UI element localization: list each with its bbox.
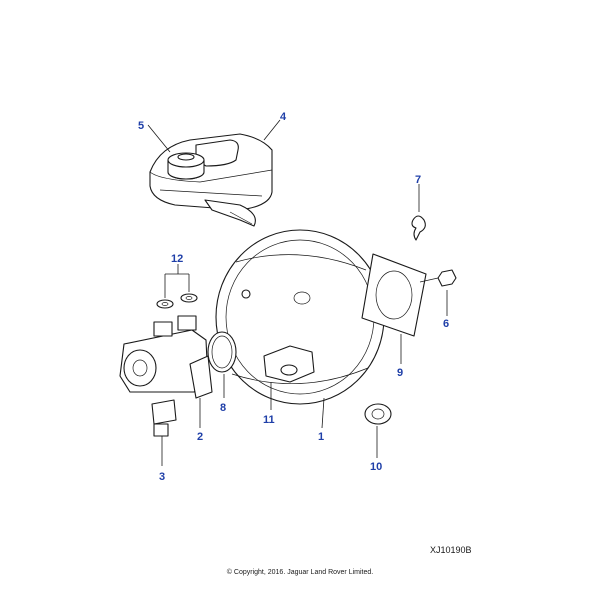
callout-labels: 1 2 3 4 5 6 7 8 9 10 11 12 — [138, 111, 449, 483]
leader-lines — [147, 119, 448, 466]
diagram-reference-code: XJ10190B — [430, 545, 472, 555]
mounting-nut — [419, 269, 457, 287]
retaining-clip — [411, 215, 426, 241]
callout-6: 6 — [443, 318, 449, 330]
reservoir-grommets — [156, 293, 198, 309]
pressure-sensor — [151, 399, 177, 437]
callout-1: 1 — [318, 431, 324, 443]
callout-3: 3 — [159, 471, 165, 483]
callout-2: 2 — [197, 431, 203, 443]
callout-9: 9 — [397, 367, 403, 379]
callout-8: 8 — [220, 402, 226, 414]
pushrod-seal — [364, 403, 392, 425]
fluid-reservoir — [149, 133, 273, 227]
callout-10: 10 — [370, 461, 382, 473]
callout-7: 7 — [415, 174, 421, 186]
o-ring — [207, 331, 237, 373]
copyright-notice: © Copyright, 2016. Jaguar Land Rover Lim… — [226, 569, 374, 576]
check-valve — [263, 345, 315, 383]
booster-gasket — [361, 253, 427, 337]
reservoir-cap — [167, 152, 205, 180]
master-cylinder — [119, 315, 213, 399]
callout-12: 12 — [171, 253, 183, 265]
callout-4: 4 — [280, 111, 287, 123]
brake-booster — [215, 229, 385, 405]
callout-11: 11 — [263, 414, 275, 426]
callout-5: 5 — [138, 120, 144, 132]
